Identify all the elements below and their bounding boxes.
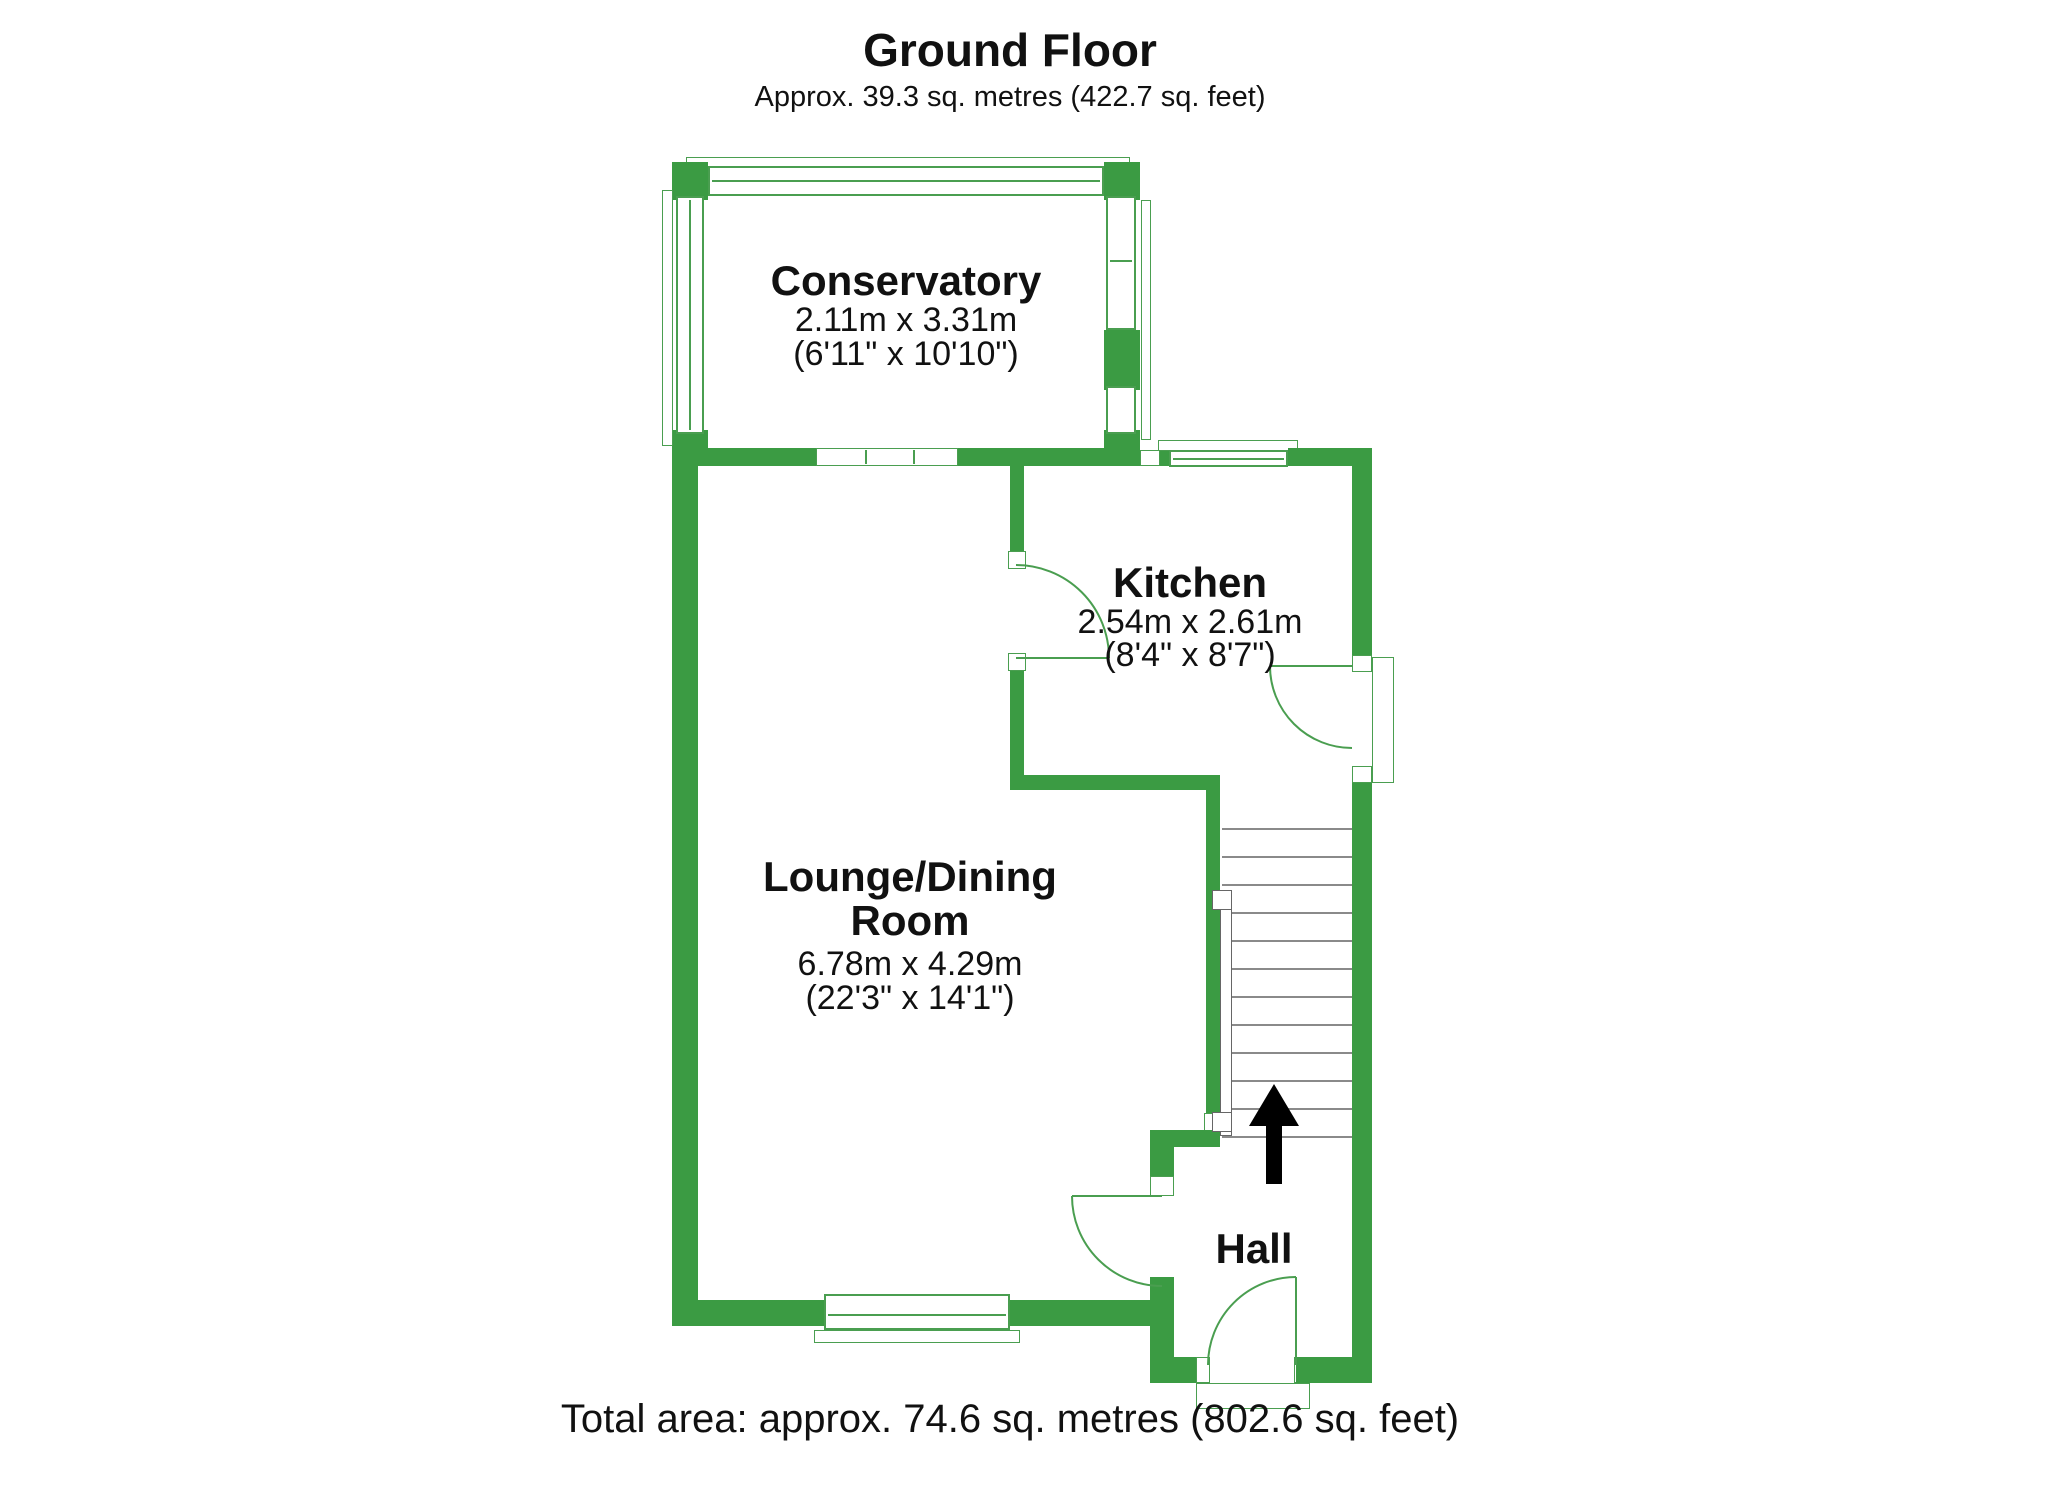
lounge-hall-door [1071, 1195, 1163, 1287]
conservatory-opening [816, 448, 958, 466]
top-wall-east-segment-a [1160, 448, 1169, 466]
kitchen-bottom-wall [1010, 775, 1220, 790]
kitchen-partition-lower [1010, 671, 1024, 775]
stair-tread [1222, 968, 1352, 970]
conservatory-label: Conservatory [770, 257, 1042, 304]
stair-tread [1222, 1024, 1352, 1026]
stair-tread [1222, 940, 1352, 942]
conservatory-post-top-left [672, 162, 708, 200]
total-area-text: Total area: approx. 74.6 sq. metres (802… [560, 1397, 1460, 1441]
conservatory-left-window [676, 196, 704, 434]
conservatory-right-window-lower [1106, 386, 1136, 434]
front-door [1207, 1276, 1297, 1366]
lounge-window-sill [814, 1330, 1020, 1343]
opening-divider [865, 450, 867, 464]
stair-tread [1222, 912, 1352, 914]
hall-label: Hall [1215, 1225, 1293, 1272]
hall-bottom-wall-right [1296, 1357, 1372, 1383]
kitchen-dims-metric: 2.54m x 2.61m [1077, 603, 1303, 641]
top-wall-west-segment [672, 448, 816, 466]
kitchen-top-window [1169, 450, 1288, 467]
conservatory-right-wall-segment [1104, 330, 1140, 390]
door-jamb [1196, 1357, 1210, 1383]
conservatory-dims-imperial: (6'11" x 10'10") [793, 335, 1019, 373]
east-exterior-wall-upper [1352, 448, 1372, 657]
page-title: Ground Floor [863, 24, 1157, 76]
kitchen-partition-upper [1010, 466, 1024, 551]
lounge-label-line2: Room [850, 897, 970, 944]
conservatory-post-top-right [1104, 162, 1140, 200]
kitchen-door-threshold [1372, 657, 1394, 783]
kitchen-label: Kitchen [1112, 559, 1267, 606]
stair-tread [1222, 828, 1352, 830]
hall-step-stub [1150, 1130, 1174, 1176]
top-wall-east-segment-b [1288, 448, 1352, 466]
wall-jamb [1140, 450, 1160, 466]
lounge-dims-imperial: (22'3" x 14'1") [805, 979, 1015, 1017]
stairwell-west-wall [1206, 775, 1220, 1120]
stairs-up-arrow-shaft [1266, 1124, 1282, 1184]
top-wall-mid-segment [958, 448, 1140, 466]
floor-area-subtitle: Approx. 39.3 sq. metres (422.7 sq. feet) [754, 81, 1266, 113]
window-mullion [712, 180, 1100, 182]
door-jamb [1352, 766, 1372, 783]
lounge-bottom-wall-right [1010, 1300, 1174, 1326]
opening-divider [913, 450, 915, 464]
window-mullion [689, 200, 691, 430]
stair-tread [1222, 884, 1352, 886]
front-door-threshold [1196, 1383, 1310, 1409]
stair-tread [1222, 856, 1352, 858]
lounge-window [824, 1294, 1010, 1330]
conservatory-top-window [708, 166, 1104, 196]
stair-tread [1222, 1052, 1352, 1054]
window-mullion [828, 1314, 1006, 1316]
stairs-up-arrow-icon [1249, 1084, 1299, 1126]
conservatory-right-sill [1141, 200, 1151, 440]
kitchen-dims-imperial: (8'4" x 8'7") [1104, 636, 1276, 674]
stair-tread [1222, 1080, 1352, 1082]
stair-newel [1212, 1112, 1232, 1132]
stair-tread [1222, 996, 1352, 998]
lounge-label-line1: Lounge/Dining [763, 853, 1057, 900]
window-mullion [1110, 260, 1132, 262]
lounge-dims-metric: 6.78m x 4.29m [797, 945, 1023, 983]
kitchen-internal-door [1015, 564, 1110, 659]
stair-tread [1222, 1136, 1352, 1138]
west-exterior-wall [672, 448, 698, 1324]
window-mullion [1173, 458, 1284, 460]
stair-newel [1212, 890, 1232, 910]
conservatory-dims-metric: 2.11m x 3.31m [794, 301, 1018, 339]
conservatory-right-window-upper [1106, 196, 1136, 330]
east-exterior-wall-lower [1352, 783, 1372, 1381]
lounge-bottom-wall-left [672, 1300, 824, 1326]
kitchen-external-door [1269, 665, 1353, 749]
conservatory-left-sill [662, 190, 673, 446]
door-jamb [1352, 655, 1372, 672]
